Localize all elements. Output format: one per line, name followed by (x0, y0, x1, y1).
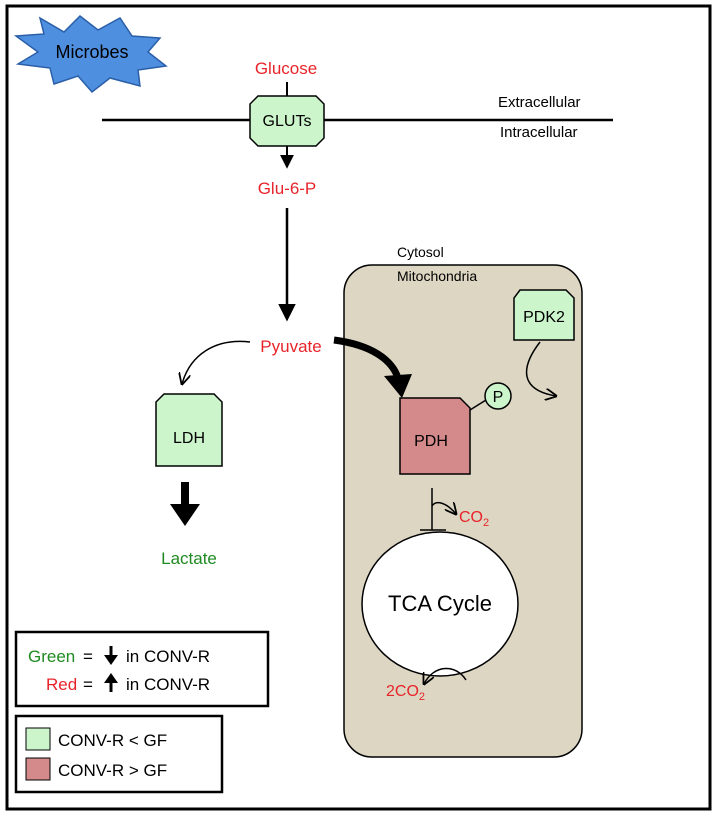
pyuvate-label: Pyuvate (260, 337, 321, 356)
microbes-star: Microbes (13, 15, 168, 94)
pdh-label: PDH (414, 433, 448, 450)
cytosol-label: Cytosol (397, 244, 444, 260)
ldh-box: LDH (155, 393, 223, 467)
glucose-label: Glucose (255, 59, 317, 78)
co2-label: CO2 (459, 509, 489, 529)
co2-main: CO (459, 509, 483, 526)
pyuvate-to-pdh-arrowhead (384, 374, 412, 398)
intracellular-label: Intracellular (500, 124, 578, 141)
legend-boxes-frame (14, 714, 224, 794)
legend-green-equals: = (83, 647, 93, 666)
legend-red-swatch (25, 757, 51, 781)
legend-red-word: Red (46, 675, 77, 694)
co2-release-arrow (431, 503, 456, 514)
legend-up-arrow-icon (104, 673, 118, 692)
pyuvate-to-ldh-arrow (182, 340, 251, 384)
ldh-label: LDH (173, 430, 205, 447)
legend-arrows-box (14, 630, 270, 708)
pdk2-label: PDK2 (523, 309, 565, 326)
legend-red-swatch-label: CONV-R > GF (58, 761, 167, 780)
gluts-label: GLUTs (263, 113, 312, 130)
lactate-label: Lactate (161, 549, 217, 568)
glu6p-label: Glu-6-P (258, 179, 317, 198)
pdk2-curved-arrow (525, 341, 556, 396)
pyuvate-to-pdh-arrow (333, 336, 402, 380)
phosphate-bond (469, 399, 487, 411)
legend-arrows: Green = in CONV-R Red = in CONV-R (14, 630, 270, 708)
legend-red-text: in CONV-R (126, 675, 210, 694)
tca-cycle-circle (361, 531, 519, 677)
tca-cycle-label: TCA Cycle (388, 591, 492, 616)
legend-red-equals: = (83, 675, 93, 694)
ldh-to-lactate-arrowhead (170, 504, 200, 526)
tca-co2-subscript: 2 (419, 691, 425, 703)
tca-co2-main: 2CO (386, 683, 419, 700)
tca-co2-label: 2CO2 (386, 683, 425, 703)
pdh-box: PDH (399, 397, 471, 475)
mitochondria-label: Mitochondria (397, 268, 477, 284)
microbes-label: Microbes (55, 42, 128, 62)
co2-subscript: 2 (483, 517, 489, 529)
phosphate-circle: P (484, 382, 512, 410)
legend-green-word: Green (28, 647, 75, 666)
extracellular-label: Extracellular (498, 94, 581, 111)
legend-boxes: CONV-R < GF CONV-R > GF (14, 714, 224, 794)
legend-green-text: in CONV-R (126, 647, 210, 666)
legend-green-swatch (25, 727, 51, 751)
phosphate-label: P (493, 389, 504, 406)
tca-co2-arrow (424, 667, 467, 684)
gluts-box: GLUTs (249, 95, 325, 147)
pdk2-box: PDK2 (513, 289, 575, 341)
legend-green-swatch-label: CONV-R < GF (58, 731, 167, 750)
legend-down-arrow-icon (104, 646, 118, 665)
